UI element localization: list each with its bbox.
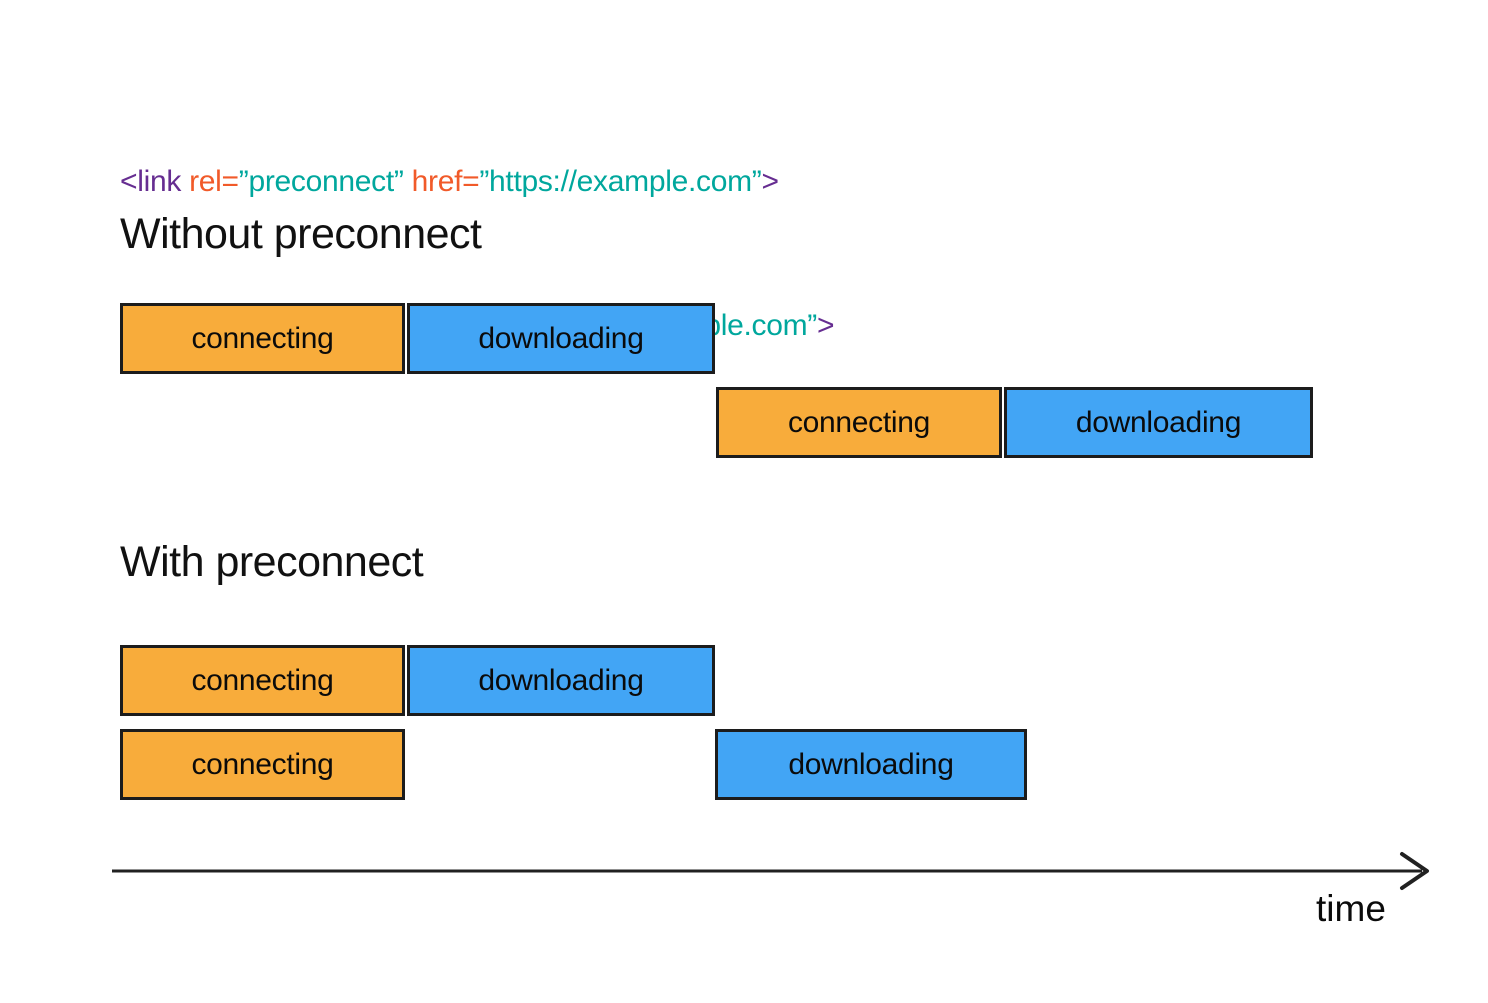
- code-l1-attr-rel: rel=: [181, 165, 239, 198]
- bar-without-row1-downloading: downloading: [407, 303, 715, 374]
- arrow-right-icon: [1400, 852, 1429, 890]
- bar-with-row2-downloading: downloading: [715, 729, 1027, 800]
- section-title-with-preconnect: With preconnect: [120, 538, 424, 586]
- bar-with-row1-downloading: downloading: [407, 645, 715, 716]
- time-axis-label: time: [1316, 888, 1386, 929]
- bar-with-row1-connecting: connecting: [120, 645, 405, 716]
- code-l1-tag-close: >: [761, 165, 779, 198]
- bar-without-row2-connecting: connecting: [716, 387, 1002, 458]
- code-l1-tag-open: <link: [120, 165, 182, 198]
- code-l1-val-href: ”https://example.com”: [479, 165, 762, 198]
- code-l2-tag-close: >: [816, 309, 835, 342]
- code-line-1: <link rel=”preconnect” href=”https://exa…: [120, 158, 834, 206]
- code-l1-val-rel: ”preconnect”: [238, 165, 404, 198]
- bar-with-row2-connecting: connecting: [120, 729, 405, 800]
- section-title-without-preconnect: Without preconnect: [120, 210, 482, 258]
- time-axis: [112, 852, 1429, 890]
- bar-without-row2-downloading: downloading: [1004, 387, 1313, 458]
- bar-without-row1-connecting: connecting: [120, 303, 405, 374]
- code-l1-attr-href: href=: [403, 165, 480, 198]
